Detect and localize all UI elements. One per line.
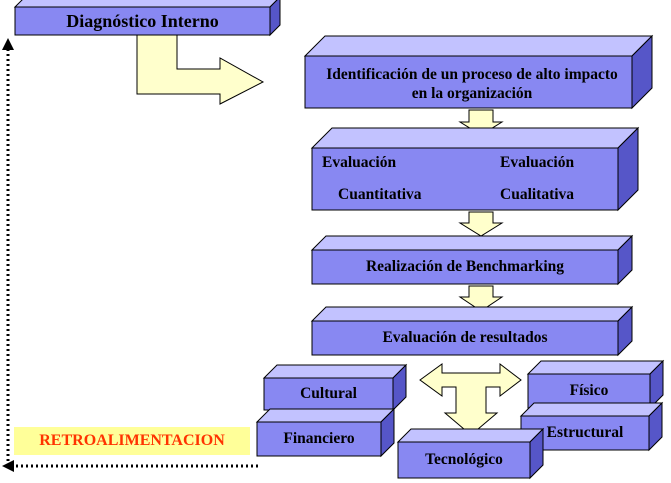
diagnostico-box	[13, 0, 281, 37]
diagnostico-box-front	[14, 6, 271, 36]
feedback-arrow-up	[2, 38, 14, 50]
retroalimentacion-label: RETROALIMENTACION	[14, 427, 250, 455]
connector-arrow-l	[136, 34, 265, 105]
financiero-box-top	[255, 408, 396, 423]
diagnostico-box-side	[269, 0, 281, 37]
financiero-label: Financiero	[283, 430, 355, 448]
identificacion-box-front	[304, 55, 633, 109]
identificacion-box	[303, 34, 654, 110]
cultural-label: Cultural	[300, 385, 357, 403]
eval-cuantitativa-line2: Cuantitativa	[338, 186, 422, 204]
diagnostico-box-top	[13, 0, 278, 8]
cultural-box	[262, 363, 408, 412]
tecnologico-box	[396, 427, 545, 480]
evaluacion-box-top	[310, 127, 640, 149]
benchmarking-label: Realización de Benchmarking	[365, 258, 565, 276]
feedback-arrow-left	[2, 460, 14, 472]
eval-cualitativa-line2: Cualitativa	[500, 186, 575, 204]
diagnostico-label: Diagnóstico Interno	[66, 10, 219, 31]
tecnologico-label: Tecnológico	[425, 451, 503, 469]
estructural-label: Estructural	[546, 424, 624, 442]
fisico-box-top	[526, 360, 665, 375]
resultados-box-top	[310, 306, 634, 322]
resultados-label: Evaluación de resultados	[382, 329, 548, 347]
evaluacion-box-front	[311, 147, 619, 211]
benchmarking-box-top	[310, 235, 634, 251]
eval-cuantitativa-line1: Evaluación	[322, 154, 397, 172]
financiero-box-front	[256, 421, 382, 457]
eval-cualitativa-line1: Evaluación	[500, 154, 575, 172]
feedback-loop-line	[6, 48, 258, 468]
identificacion-label: Identificación de un proceso de alto imp…	[326, 65, 618, 102]
three-way-arrow	[419, 362, 522, 436]
identificacion-box-top	[303, 35, 654, 57]
evaluacion-box	[310, 126, 640, 212]
resultados-box	[310, 305, 634, 357]
fisico-box	[526, 359, 665, 410]
financiero-box	[255, 407, 396, 458]
estructural-box	[519, 401, 664, 452]
benchmarking-box-front	[311, 249, 619, 285]
resultados-box-front	[311, 320, 619, 356]
benchmarking-box	[310, 234, 634, 286]
down-arrow-3	[458, 285, 504, 312]
down-arrow-2	[458, 211, 504, 237]
cultural-box-top	[262, 364, 408, 379]
tecnologico-box-front	[397, 441, 531, 479]
fisico-label: Físico	[569, 382, 609, 400]
